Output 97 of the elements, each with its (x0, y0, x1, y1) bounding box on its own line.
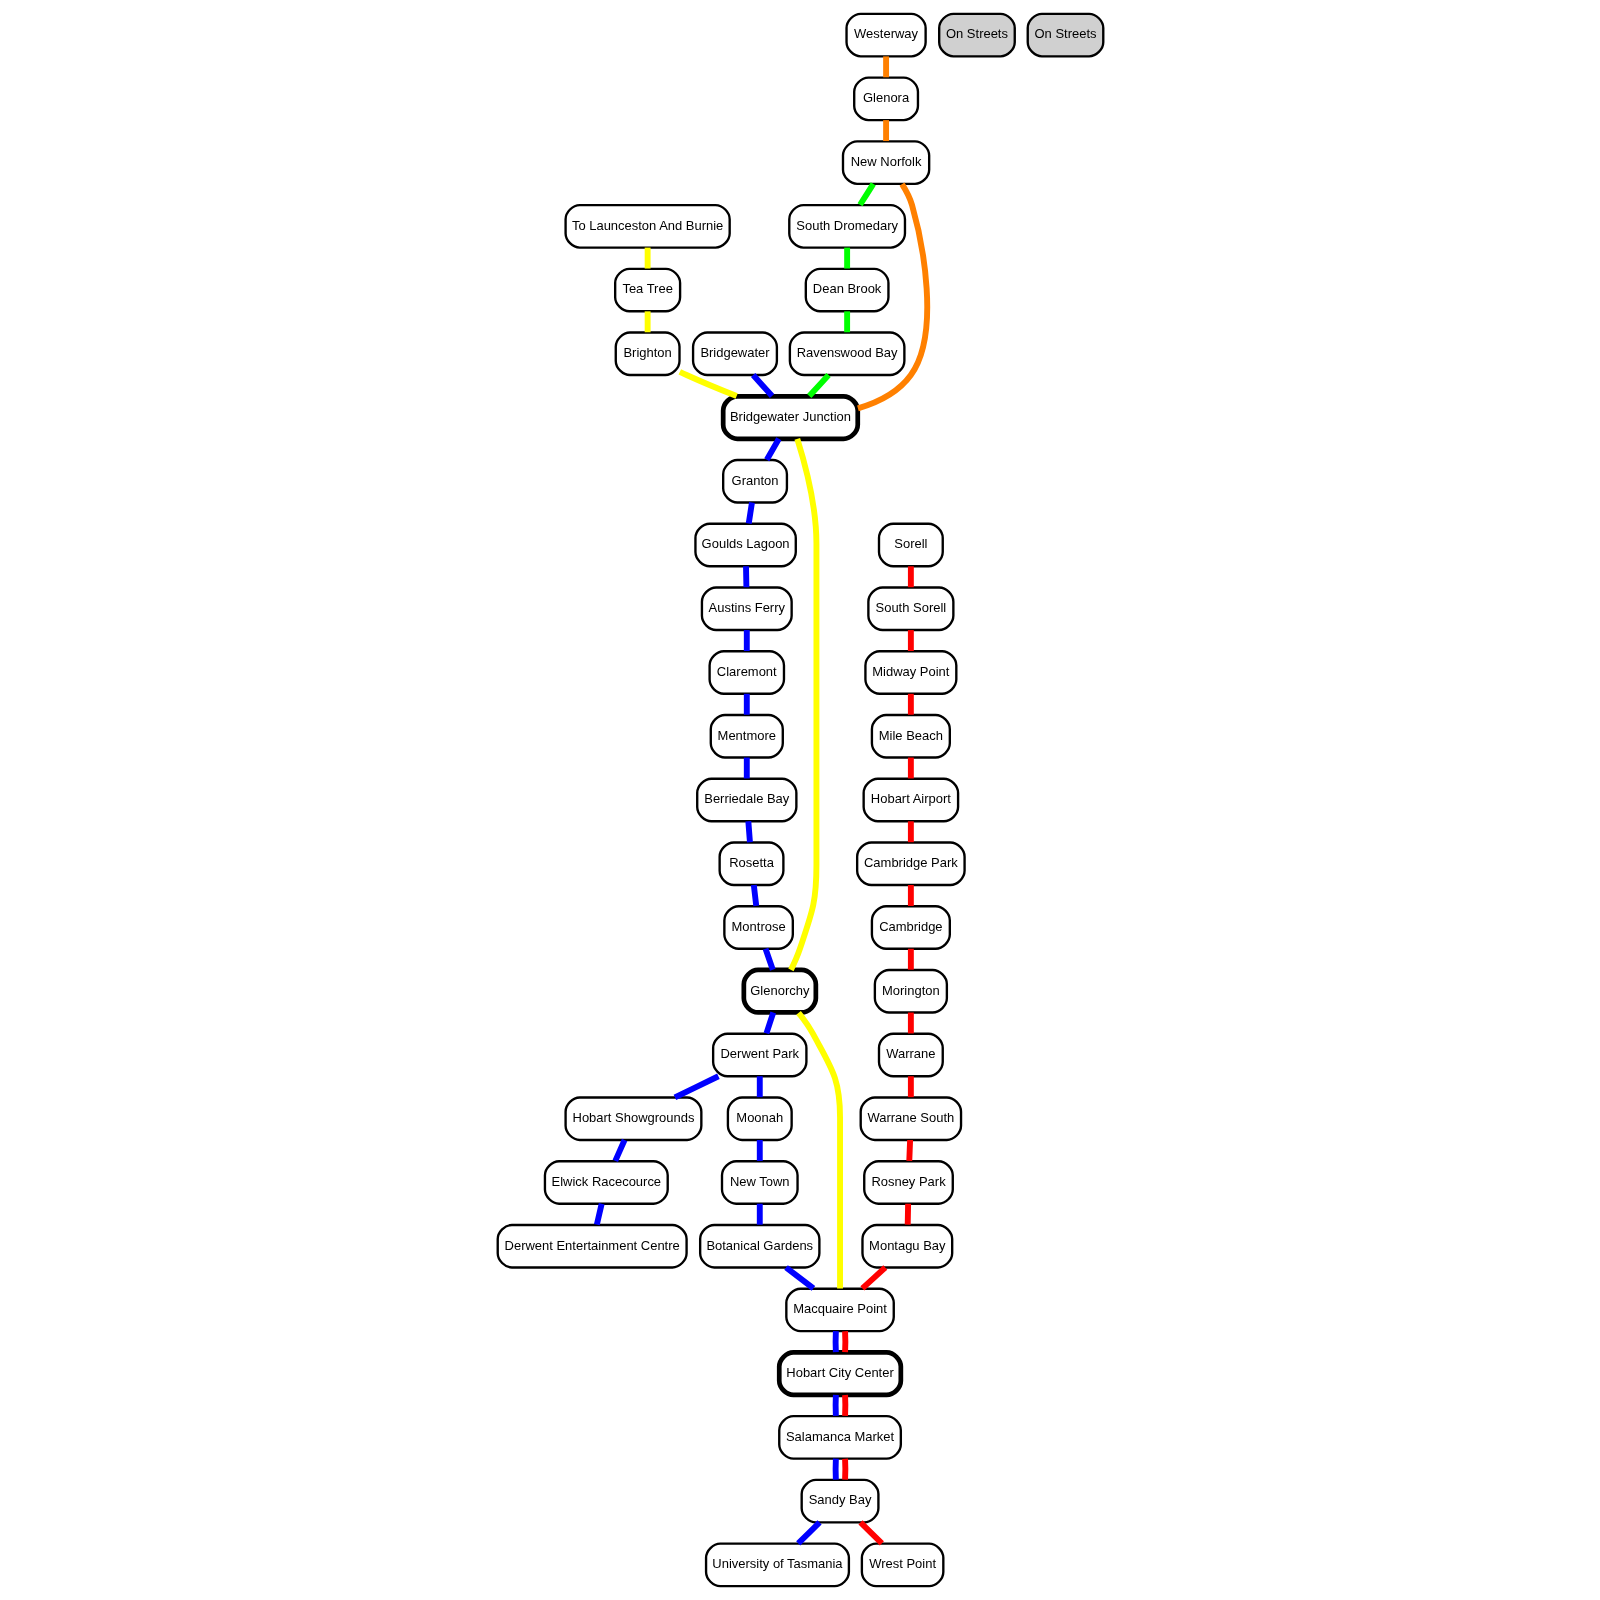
node-box: Westerway (844, 12, 927, 58)
node-box: Berriedale Bay (695, 777, 798, 823)
node-box: On Streets (937, 12, 1016, 58)
node-box: Rosney Park (862, 1160, 954, 1205)
connector (857, 182, 876, 207)
node-box: Elwick Racecource (543, 1160, 669, 1205)
node-box: Warrane (877, 1032, 944, 1078)
node-box: Austins Ferry (700, 586, 793, 632)
connector (795, 1520, 822, 1546)
node-box: New Norfolk (841, 140, 930, 185)
connector (806, 373, 831, 398)
connector (841, 1394, 848, 1417)
node-box: Ravenswood Bay (788, 331, 906, 377)
node-box: Botanical Gardens (698, 1223, 821, 1269)
node-box: Hobart Showgrounds (563, 1096, 702, 1142)
node-box: Morington (873, 968, 948, 1014)
node-box: Cambridge Park (855, 841, 966, 887)
connector (763, 437, 781, 462)
node-box: Wrest Point (860, 1542, 944, 1588)
node-box: To Launceston And Burnie (563, 203, 731, 249)
connector (843, 247, 850, 269)
connector (644, 247, 651, 269)
connector (841, 1458, 848, 1480)
connector (593, 1203, 605, 1226)
connector (832, 1458, 839, 1480)
node-box: Hobart City Center (776, 1350, 903, 1398)
node-box: Bridgewater Junction (720, 393, 860, 442)
node-box: Glenorchy (741, 967, 818, 1015)
connector (907, 757, 914, 779)
connector (644, 311, 651, 333)
node-box: Midway Point (863, 650, 957, 695)
node-box: Derwent Entertainment Centre (496, 1223, 688, 1269)
connector (841, 1331, 848, 1353)
node-box: Bridgewater (691, 331, 778, 377)
node-box: University of Tasmania (704, 1542, 850, 1588)
node-box: Sorell (877, 522, 944, 568)
node-box: Tea Tree (613, 267, 681, 313)
connector (832, 1394, 839, 1416)
connector (907, 693, 914, 715)
connector (744, 821, 753, 843)
connector (905, 1139, 913, 1162)
connector (756, 1140, 763, 1161)
connector (756, 1076, 763, 1098)
connector (907, 948, 914, 970)
connector (907, 1012, 914, 1034)
connector (882, 56, 889, 78)
connector (832, 1331, 839, 1353)
node-box: Mentmore (709, 713, 784, 759)
node-box: Sandy Bay (800, 1478, 880, 1524)
connector (907, 1076, 914, 1098)
node-box: New Town (720, 1160, 799, 1205)
connector (743, 757, 750, 779)
connector (750, 373, 774, 398)
node-box: Goulds Lagoon (693, 522, 797, 568)
node-box: Montrose (722, 905, 794, 950)
node-box: Cambridge (870, 905, 951, 950)
node-box: Granton (721, 458, 788, 504)
connector (678, 369, 738, 399)
connector (743, 630, 750, 651)
connector (783, 1265, 815, 1291)
connector (743, 693, 750, 715)
node-box: Hobart Airport (861, 777, 959, 823)
node-box: Macquaire Point (784, 1287, 895, 1333)
connector (763, 1011, 776, 1035)
connector (756, 1203, 763, 1225)
node-box: Derwent Park (711, 1032, 808, 1078)
connector (745, 502, 755, 524)
node-box: Mile Beach (870, 713, 951, 759)
connector (856, 182, 930, 412)
connector (859, 1265, 887, 1291)
connector (907, 630, 914, 651)
node-box: South Dromedary (787, 203, 906, 249)
connector (857, 1520, 884, 1546)
connector (673, 1073, 720, 1101)
node-box: Dean Brook (804, 267, 890, 313)
connector (795, 1010, 843, 1289)
node-box: Montagu Bay (860, 1223, 953, 1269)
node-box: Warrane South (859, 1096, 962, 1142)
connector (750, 884, 759, 907)
connector (762, 947, 776, 971)
connector (612, 1138, 627, 1163)
connector (787, 437, 819, 972)
node-box: Rosetta (717, 841, 785, 887)
node-box: On Streets (1026, 12, 1104, 58)
connector (904, 1203, 911, 1225)
connector (907, 821, 914, 843)
connector (843, 311, 850, 333)
node-box: Glenora (852, 76, 919, 122)
node-box: Claremont (707, 650, 785, 695)
connector (742, 566, 749, 588)
node-box: Salamanca Market (777, 1415, 902, 1460)
node-box: Brighton (614, 331, 681, 377)
node-box: Moonah (726, 1096, 793, 1142)
connector (907, 566, 914, 588)
connector (882, 120, 889, 142)
connector (907, 885, 914, 906)
node-box: South Sorell (866, 586, 955, 632)
